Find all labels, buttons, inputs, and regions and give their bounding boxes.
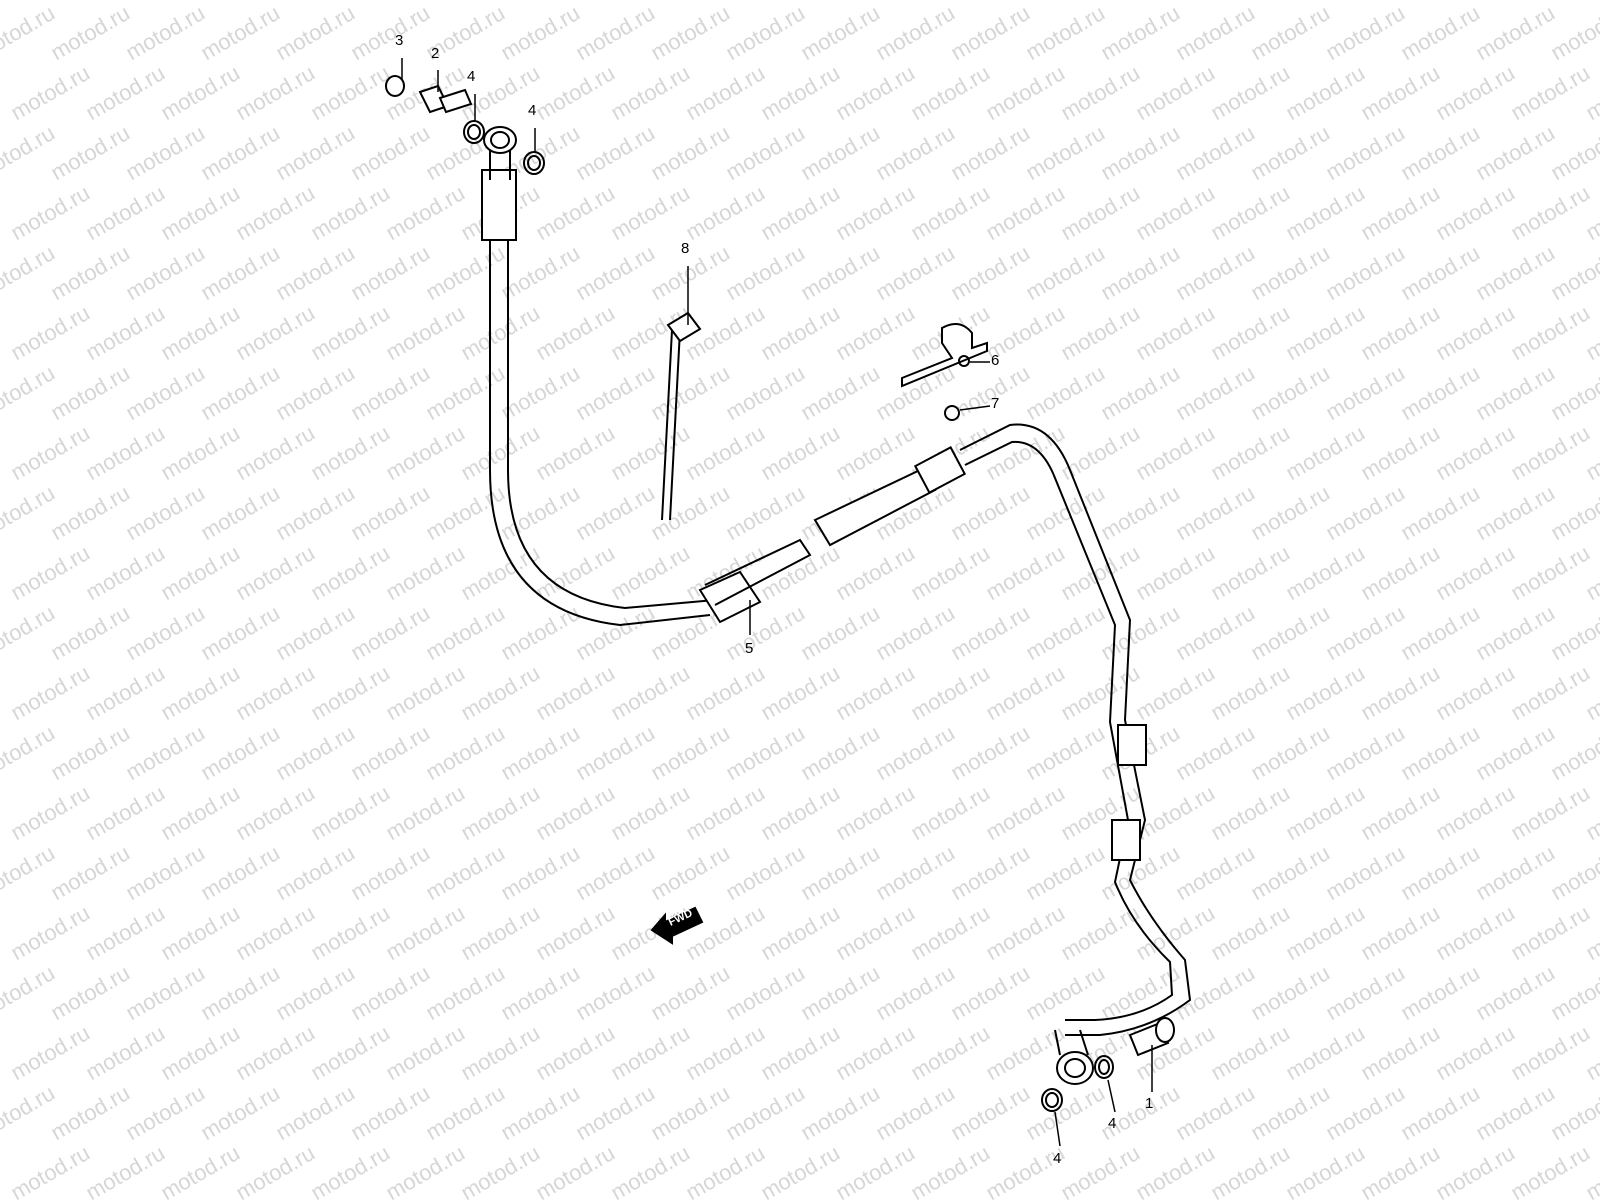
callout-4: 4 <box>467 68 476 85</box>
callout-1: 1 <box>1145 1095 1154 1112</box>
callout-7: 7 <box>991 395 1000 412</box>
bolts <box>418 84 1175 1057</box>
callout-2: 2 <box>431 45 440 62</box>
callout-6: 6 <box>991 352 1000 369</box>
banjo-bottom <box>1054 1029 1094 1085</box>
callout-8: 8 <box>681 240 690 257</box>
leader-lines <box>401 58 1153 1147</box>
fwd-arrow-icon <box>650 906 704 945</box>
clamp-bracket <box>901 323 988 421</box>
cable-tie <box>661 311 702 521</box>
callout-4: 4 <box>528 102 537 119</box>
callout-4: 4 <box>1053 1150 1062 1167</box>
hose-middle <box>813 423 1192 1036</box>
banjo-top <box>483 126 517 180</box>
callout-5: 5 <box>745 640 754 657</box>
washers <box>385 75 1114 1112</box>
callout-4: 4 <box>1108 1115 1117 1132</box>
callout-3: 3 <box>395 32 404 49</box>
hose-upper <box>481 169 812 627</box>
